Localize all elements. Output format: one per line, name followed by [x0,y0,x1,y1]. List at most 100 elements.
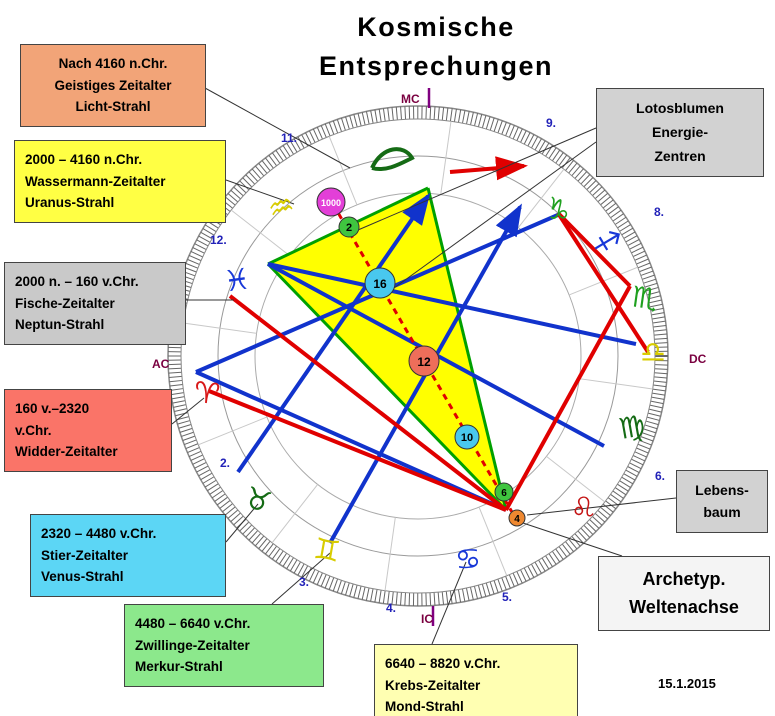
label-box-geistiges-zeitalter: Nach 4160 n.Chr. Geistiges Zeitalter Lic… [20,44,206,127]
aquarius-sign-icon: ♒ [263,187,298,227]
tick-inner-circle [180,118,656,594]
label-line: Widder-Zeitalter [15,444,118,460]
virgo-sign-icon: ♍ [616,408,648,446]
green-line [426,187,508,511]
house-cusp-line [440,121,452,195]
label-box-krebs-zeitalter: 6640 – 8820 v.Chr. Krebs-Zeitalter Mond-… [374,644,578,716]
house-cusp-line [517,168,565,228]
label-line: Neptun-Strahl [15,317,105,333]
scorpio-sign-icon: ♏ [630,279,660,316]
label-line: 6640 – 8820 v.Chr. [385,656,501,671]
house-cusp-line [183,322,257,334]
lotus-number: 6 [501,488,507,499]
label-line: Krebs-Zeitalter [385,677,481,693]
label-line: Energie- [651,123,708,140]
lotus-number: 1000 [321,198,341,208]
lotus-circle-2 [338,216,360,238]
house-cusp-line [230,209,290,257]
title-line-2: Entsprechungen [318,51,554,82]
green-line [266,262,508,512]
lotus-circle-1000 [316,187,346,217]
connector-line [526,497,677,516]
ac-label: AC [152,357,170,371]
label-line: v.Chr. [15,422,52,438]
blue-line [267,262,637,346]
label-connector-lines [171,87,677,645]
house-cusp-line [271,484,319,544]
house-number-2: 2. [220,456,230,470]
sagittarius-sign-icon: ♐ [590,222,623,261]
label-line: Uranus-Strahl [25,195,115,211]
label-line: 2000 – 4160 n.Chr. [25,152,143,167]
connector-line [271,552,331,605]
house-cusp-line [579,378,653,390]
cancer-sign-icon: ♋ [453,541,482,578]
lotus-number: 16 [373,277,387,291]
label-box-widder-zeitalter: 160 v.–2320 v.Chr. Widder-Zeitalter [4,389,172,472]
connector-line [204,87,351,169]
lotus-number: 4 [514,514,520,525]
lotus-number: 2 [346,222,352,234]
connector-line [522,522,623,557]
lotus-circle-16 [364,267,396,299]
house-cusp-line [198,416,268,446]
pisces-sign-icon: ♓ [222,261,252,298]
label-line: Merkur-Strahl [135,659,223,675]
label-box-zwillinge-zeitalter: 4480 – 6640 v.Chr. Zwillinge-Zeitalter M… [124,604,324,687]
house-cusp-line [478,506,508,576]
label-line: Archetyp. [642,569,726,589]
chart-angles: MC IC AC DC [152,88,707,626]
label-line: Venus-Strahl [41,569,124,585]
label-line: Nach 4160 n.Chr. [58,56,168,71]
label-line: Lebens- [695,482,749,498]
label-line: Zentren [654,147,706,164]
mc-label: MC [401,92,420,106]
label-box-stier-zeitalter: 2320 – 4480 v.Chr. Stier-Zeitalter Venus… [30,514,226,597]
connector-line [393,141,597,289]
label-box-lotosblumen: Lotosblumen Energie- Zentren [596,88,764,178]
dc-label: DC [689,352,707,366]
label-line: Geistiges Zeitalter [54,77,172,93]
lotus-number: 10 [461,432,473,444]
degree-tick-ring [168,106,668,606]
ic-label: IC [421,612,433,626]
date-label: 15.1.2015 [658,676,716,691]
red-line [228,294,508,512]
blue-line [195,370,507,512]
red-arrow [449,156,528,181]
label-line: 4480 – 6640 v.Chr. [135,616,251,631]
label-box-fische-zeitalter: 2000 n. – 160 v.Chr. Fische-Zeitalter Ne… [4,262,186,345]
label-line: Weltenachse [629,596,739,617]
house-number-3: 3. [299,575,309,589]
lotus-circle-10 [454,424,480,450]
label-line: baum [703,504,741,521]
label-box-wassermann-zeitalter: 2000 – 4160 n.Chr. Wassermann-Zeitalter … [14,140,226,223]
lotus-circle-4 [508,509,526,527]
red-line [556,211,650,354]
label-box-weltenachse: Archetyp. Weltenachse [598,556,770,631]
connector-line [171,397,205,425]
zodiac-signs: ♒ ♓ ♈ ♉ ♊ ♋ ♌ ♍ ♎ ♏ ♐ ♑ [192,187,666,577]
house-number-11: 11. [281,131,297,145]
house-number-12: 12. [210,233,227,247]
connector-line [357,127,597,231]
house-number-6: 6. [655,469,665,483]
world-axis-dashed-line [331,203,518,520]
red-aspect-lines [208,211,650,512]
house-cusp-spokes [183,121,653,591]
label-line: 160 v.–2320 [15,401,90,416]
sign-ring-circle [217,155,619,557]
house-number-5: 5. [502,590,512,604]
page-title: Kosmische Entsprechungen [286,8,586,86]
house-number-8: 8. [654,205,664,219]
house-numbers: 2. 3. 4. 5. 6. 8. 9. 11. 12. [210,116,665,615]
green-scribble [370,147,415,171]
red-line [504,285,632,511]
gemini-sign-icon: ♊ [311,531,343,569]
label-line: 2000 n. – 160 v.Chr. [15,274,139,289]
label-box-lebensbaum: Lebens- baum [676,470,768,533]
lotus-circle-12 [408,345,440,377]
title-line-1: Kosmische [357,12,515,42]
label-line: 2320 – 4480 v.Chr. [41,526,157,541]
